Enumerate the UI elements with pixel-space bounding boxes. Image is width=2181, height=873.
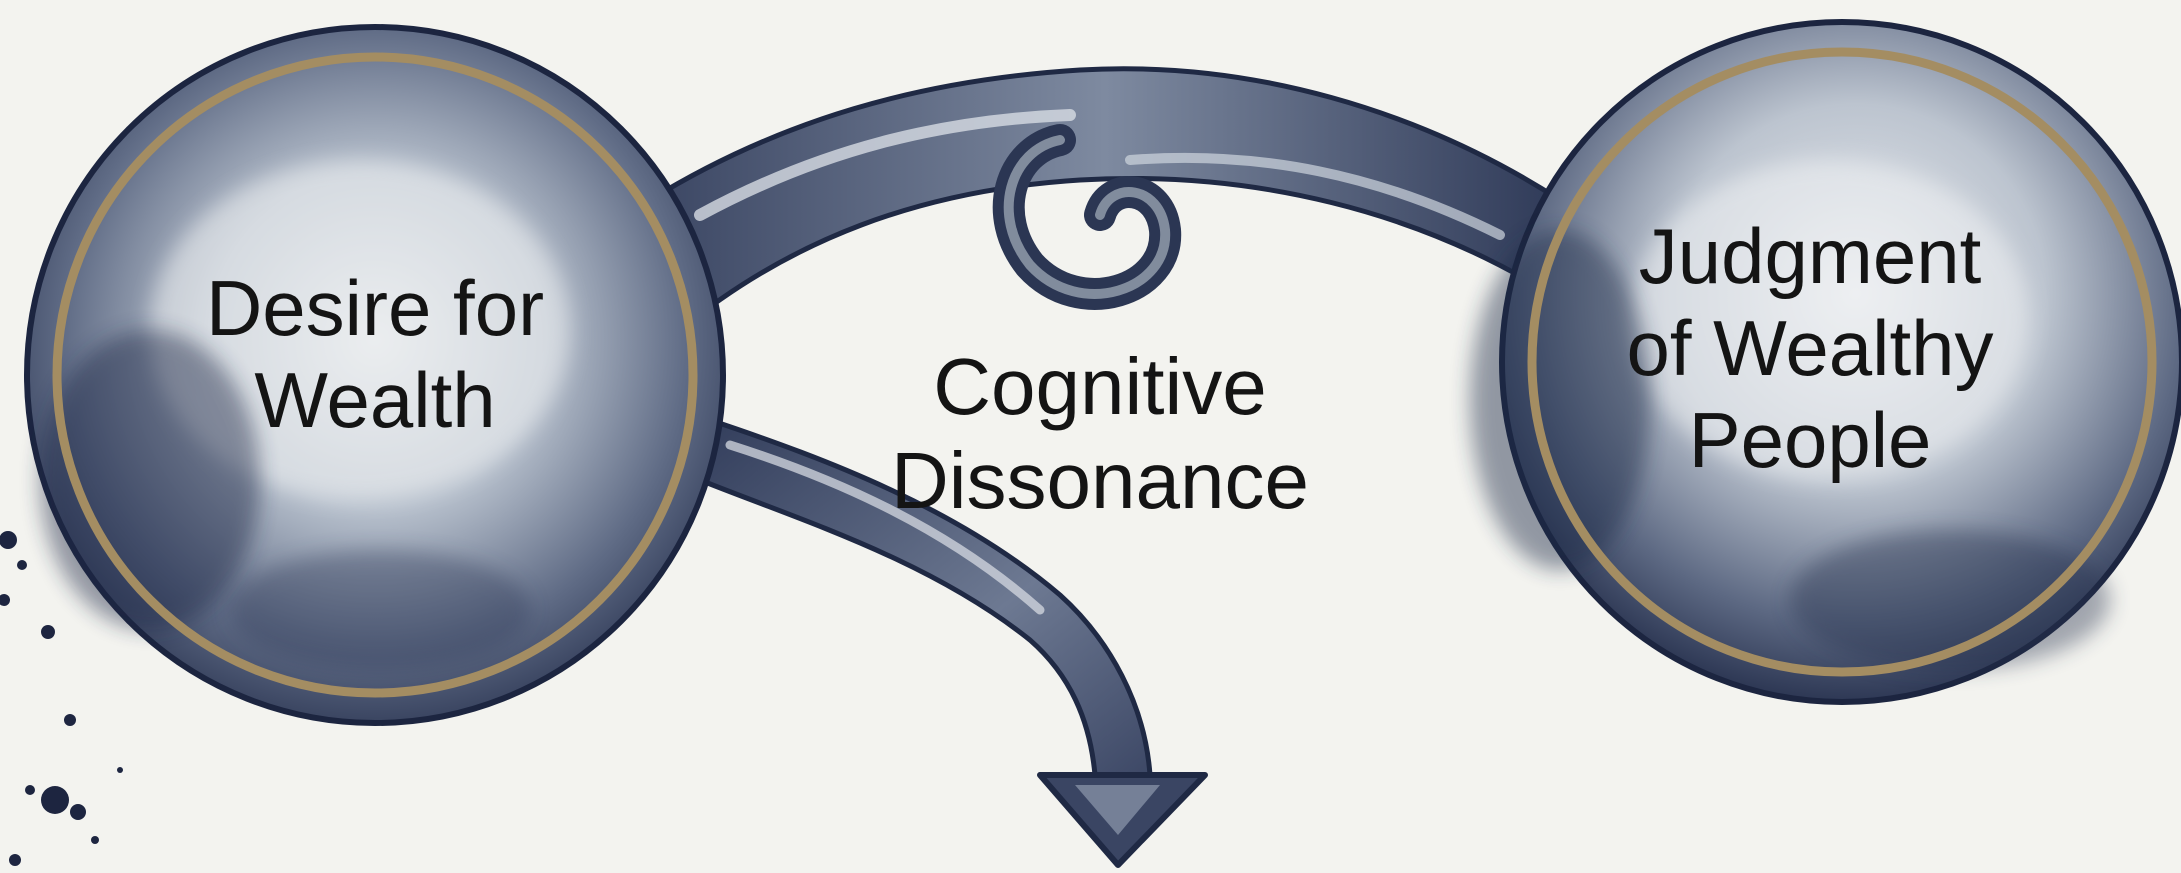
top-connector-arrow	[647, 66, 1563, 335]
left-node	[24, 24, 726, 726]
center-label: Cognitive Dissonance	[890, 342, 1309, 526]
left-node-gold-ring	[52, 52, 698, 698]
right-node-gold-ring	[1527, 47, 2157, 677]
right-node	[1470, 19, 2181, 705]
ink-splatter	[0, 531, 123, 866]
down-arrow	[697, 416, 1208, 868]
right-node-label: Judgment of Wealthy People	[1626, 212, 1994, 485]
left-node-label: Desire for Wealth	[205, 264, 545, 445]
